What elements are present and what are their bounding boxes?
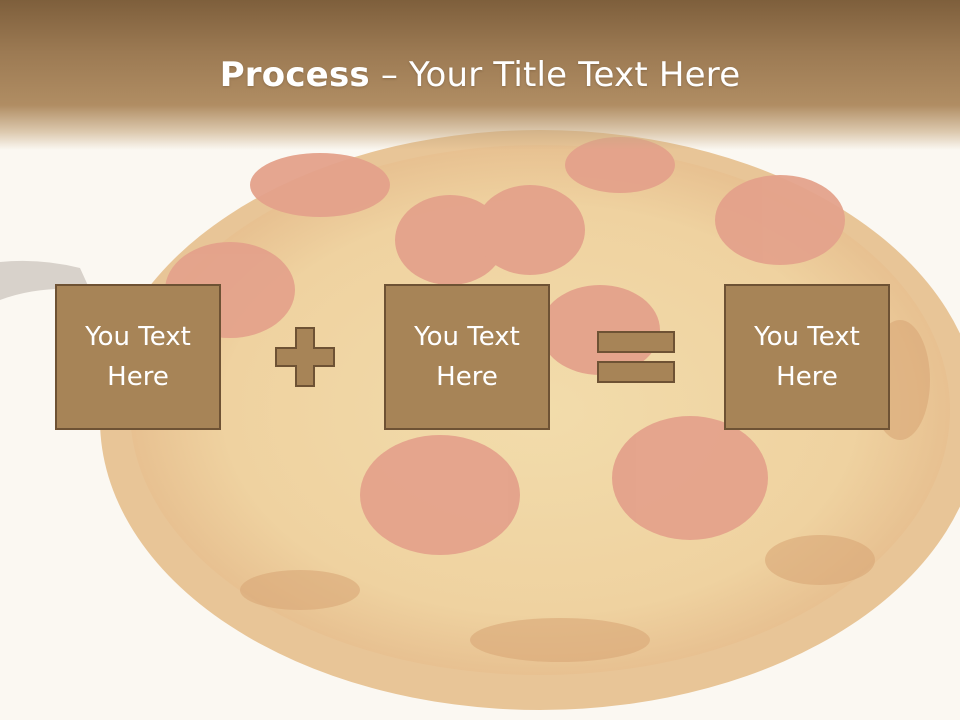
- process-box-1-line2: Here: [107, 362, 169, 392]
- process-box-3[interactable]: You Text Here: [724, 284, 890, 430]
- process-box-2[interactable]: You Text Here: [384, 284, 550, 430]
- process-box-2-line1: You Text: [414, 322, 520, 352]
- process-box-3-line1: You Text: [754, 322, 860, 352]
- title-rest-text: – Your Title Text Here: [369, 55, 741, 95]
- process-box-1-line1: You Text: [85, 322, 191, 352]
- process-box-1[interactable]: You Text Here: [55, 284, 221, 430]
- title-bold-text: Process: [219, 55, 370, 95]
- process-box-3-line2: Here: [776, 362, 838, 392]
- equals-icon: [597, 331, 675, 383]
- title-banner: [0, 0, 960, 150]
- plus-icon: [275, 327, 335, 387]
- slide-title: Process – Your Title Text Here: [0, 52, 960, 98]
- process-box-2-line2: Here: [436, 362, 498, 392]
